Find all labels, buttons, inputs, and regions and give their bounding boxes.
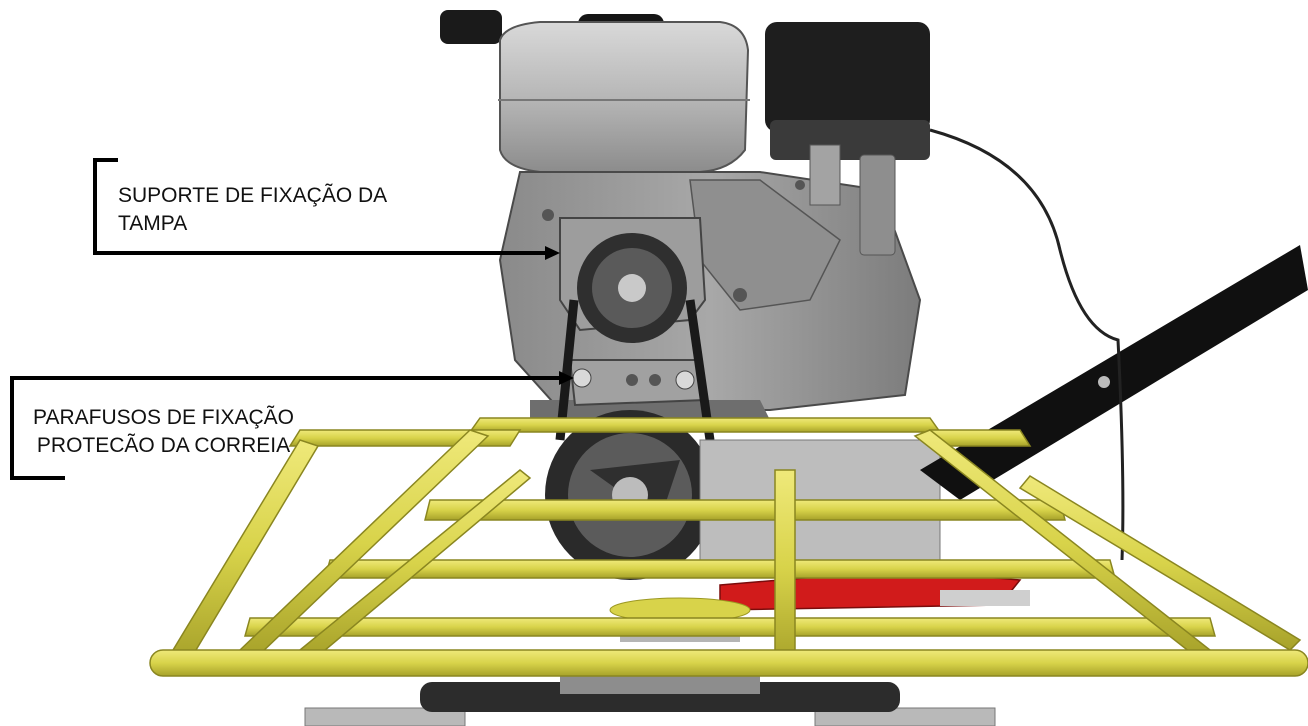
belt-drive	[545, 217, 941, 580]
operator-handle	[920, 128, 1308, 561]
guard-cage	[149, 417, 1308, 677]
callout-arrow-1	[545, 246, 560, 260]
callout-arrow-2	[559, 371, 574, 385]
engine	[440, 10, 930, 420]
callout-2-line-2: PROTECÃO DA CORREIA	[36, 434, 291, 457]
callout-2-line-1: PARAFUSOS DE FIXAÇÃO	[33, 406, 294, 429]
callout-label-belt-guard-screws: PARAFUSOS DE FIXAÇÃO PROTECÃO DA CORREIA	[33, 404, 294, 460]
callout-leader-2	[10, 376, 570, 480]
callout-1-line-1: SUPORTE DE FIXAÇÃO DA	[118, 184, 388, 207]
callout-leader-1	[93, 158, 548, 255]
base-plates	[304, 674, 996, 726]
callout-1-line-2: TAMPA	[118, 212, 188, 235]
callout-label-cover-bracket: SUPORTE DE FIXAÇÃO DA TAMPA	[118, 182, 387, 238]
